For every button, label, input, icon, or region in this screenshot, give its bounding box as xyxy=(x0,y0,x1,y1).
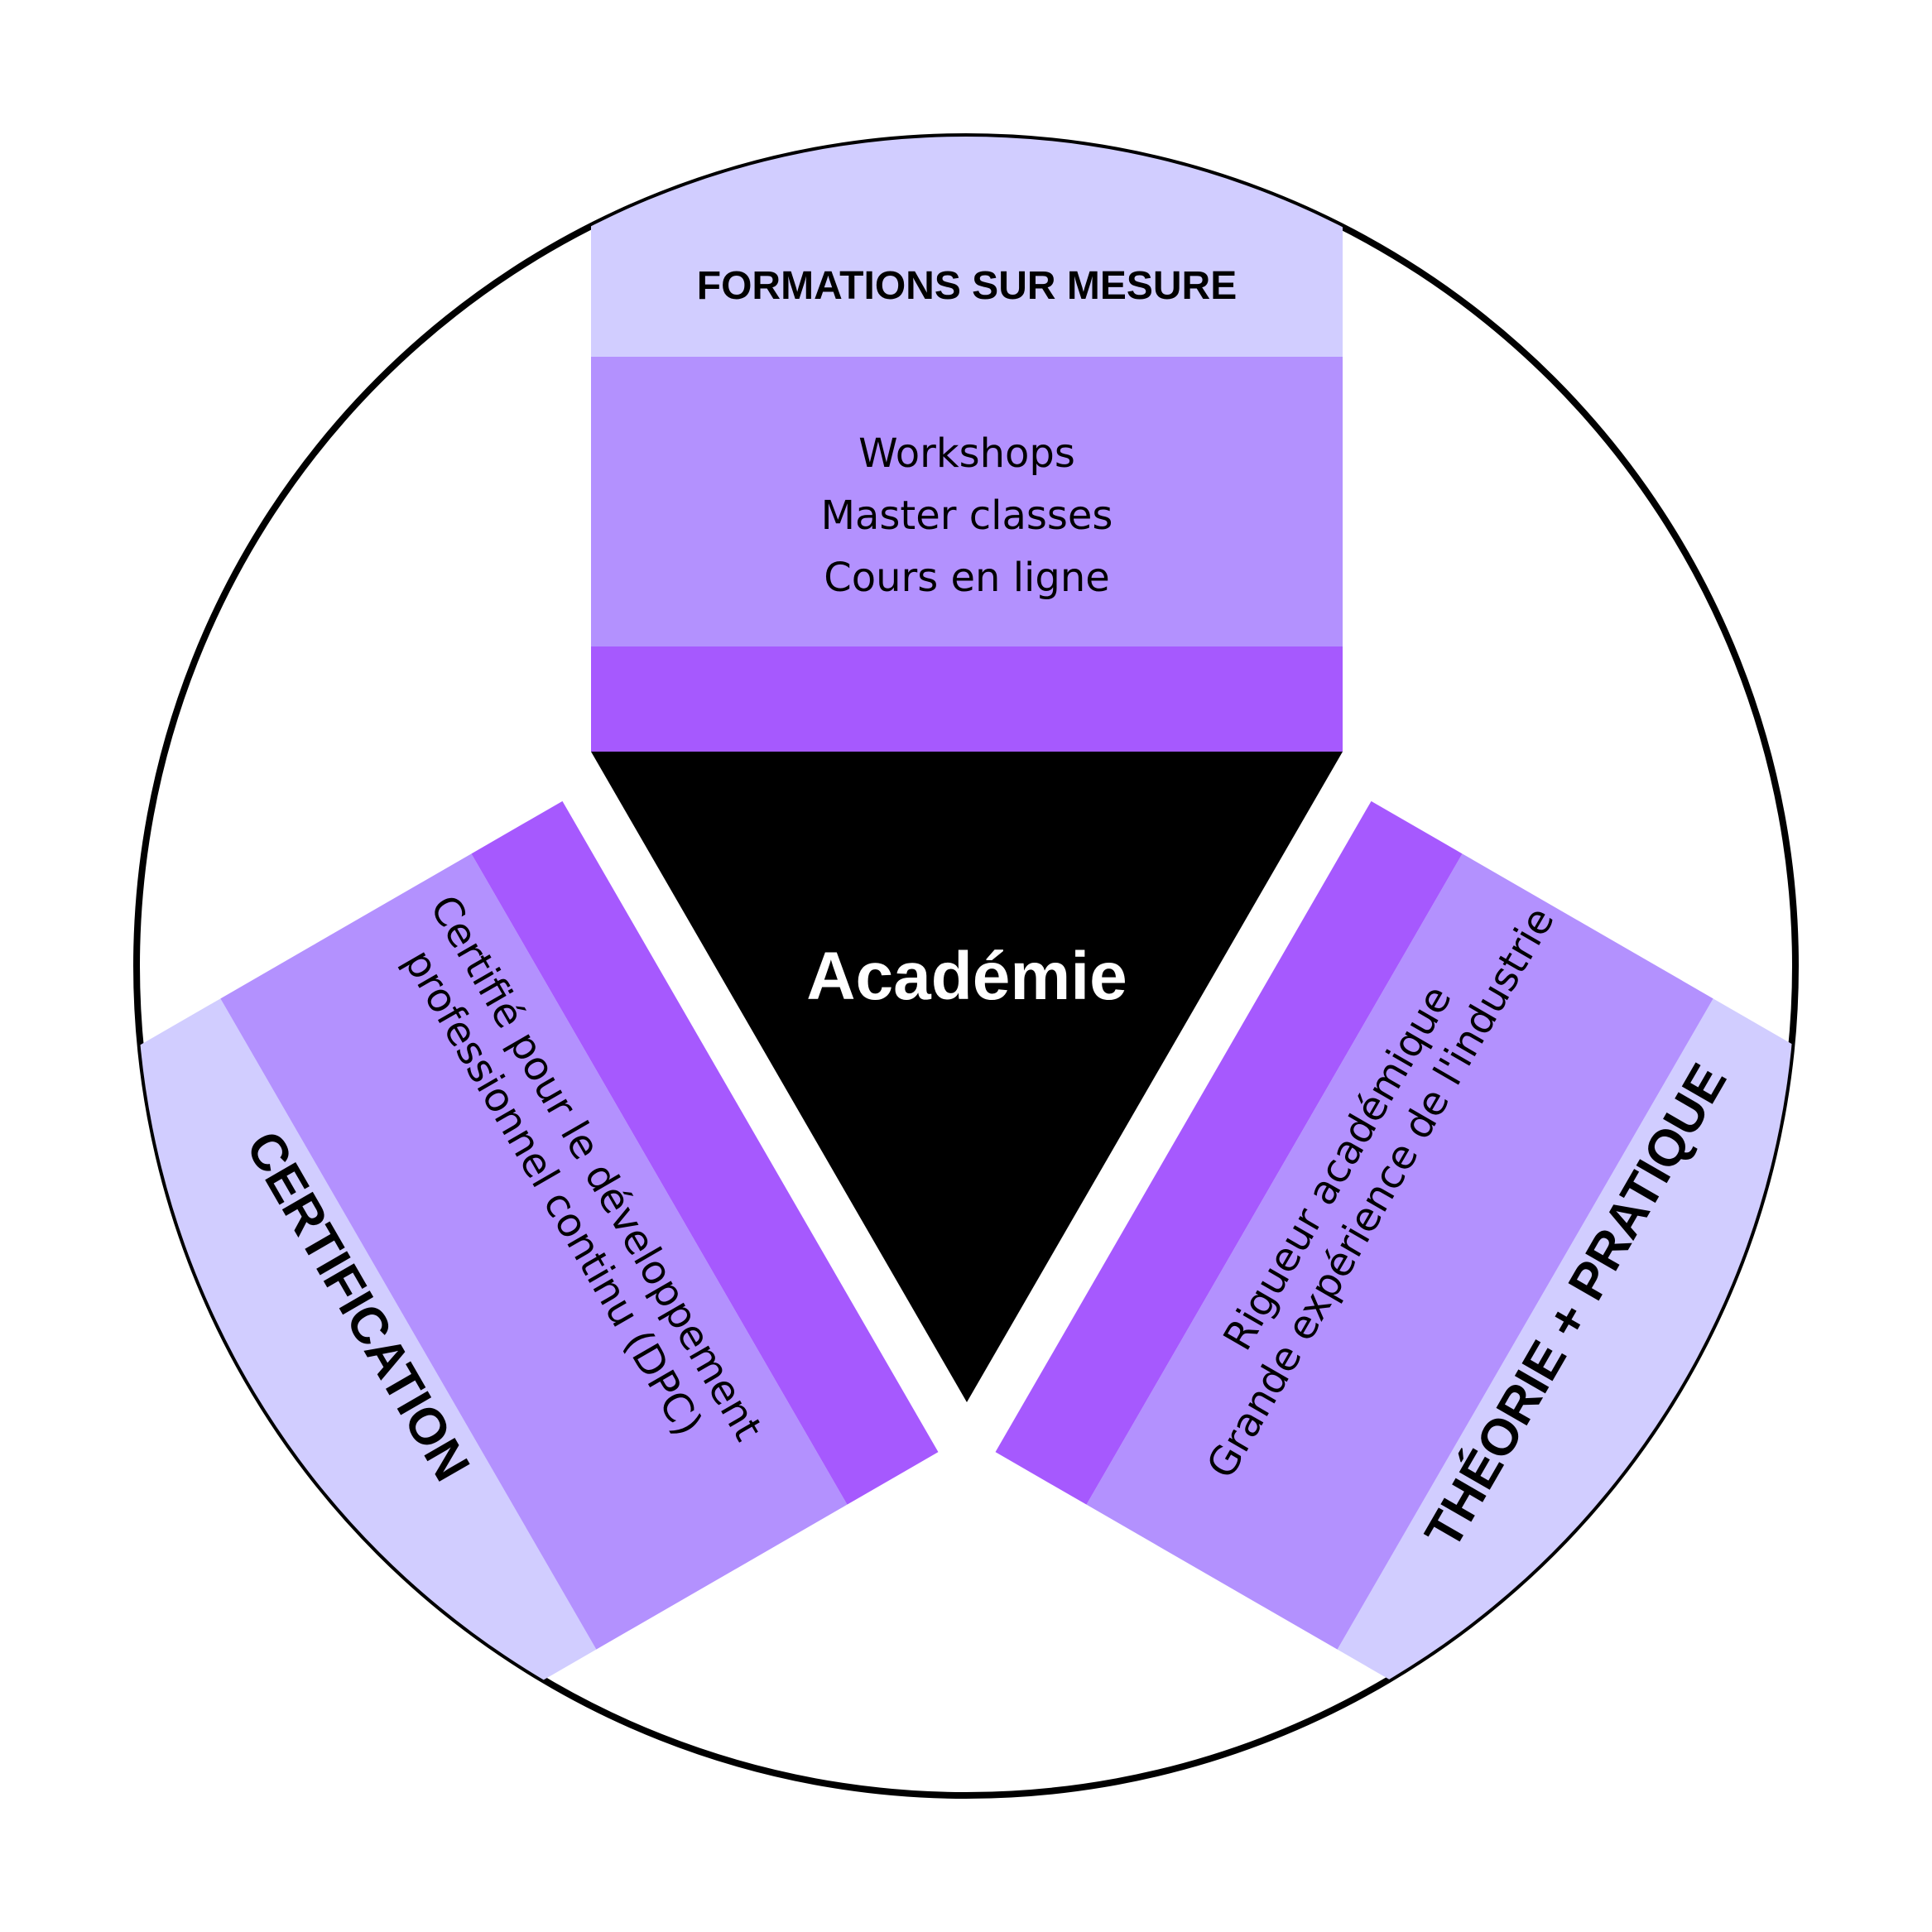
arm-top-line-3: Cours en ligne xyxy=(824,555,1110,601)
arm-left-middle-band xyxy=(220,853,848,1650)
center-triangle xyxy=(591,752,1343,1402)
arm-right-middle-band xyxy=(1086,853,1713,1650)
arm-left-inner-band xyxy=(471,800,939,1505)
arm-top-line-1: Workshops xyxy=(858,430,1075,477)
arm-top-line-2: Master classes xyxy=(821,493,1113,539)
arm-top-outer-band xyxy=(591,137,1343,357)
arm-right-inner-band xyxy=(995,800,1463,1505)
center-label: Académie xyxy=(806,939,1127,1014)
arm-top-heading: FORMATIONS SUR MESURE xyxy=(697,264,1237,308)
arm-top-inner-band xyxy=(591,646,1343,752)
arm-top-middle-band xyxy=(591,357,1343,646)
